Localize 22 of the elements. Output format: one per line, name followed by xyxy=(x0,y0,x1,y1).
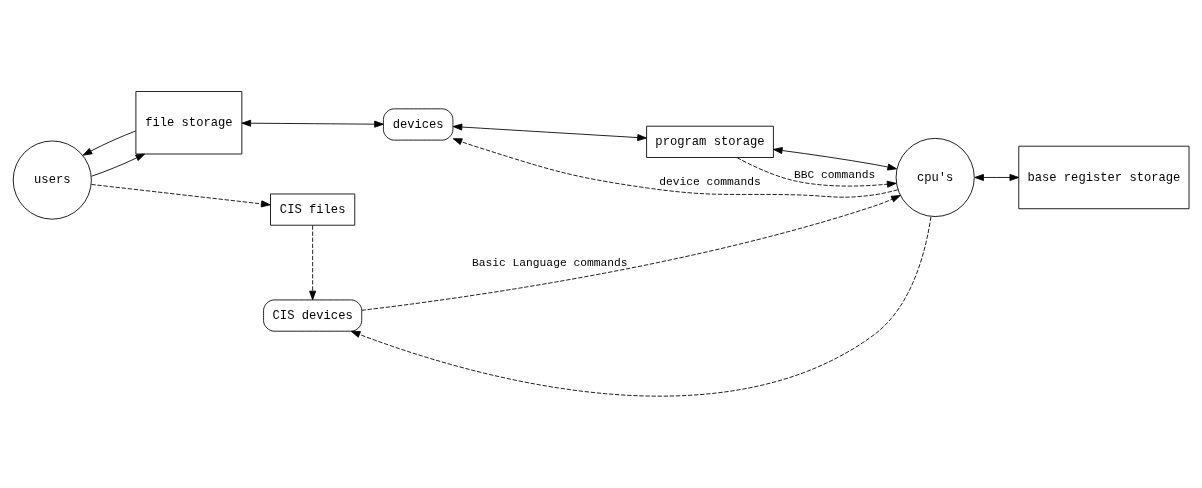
edge-label: BBC commands xyxy=(794,168,876,181)
arrow xyxy=(309,225,317,301)
edge-label: Basic Language commands xyxy=(471,257,628,270)
node-box: base register storage xyxy=(1018,145,1190,210)
arrow xyxy=(361,195,901,311)
arrow xyxy=(350,216,932,397)
arrow xyxy=(773,147,897,171)
arrow xyxy=(91,184,271,208)
node-box: file storage xyxy=(135,91,243,155)
node-box: CIS devices xyxy=(263,299,363,332)
arrow xyxy=(736,157,897,188)
node-box: CIS files xyxy=(270,193,356,226)
node-box: program storage xyxy=(646,125,774,158)
edge-label: device commands xyxy=(659,175,761,188)
arrow xyxy=(452,138,899,198)
node-circle: cpu's xyxy=(895,137,975,217)
arrow xyxy=(91,153,146,177)
arrow xyxy=(452,123,647,142)
arrow xyxy=(241,119,384,128)
arrow xyxy=(974,174,1020,181)
node-box: devices xyxy=(383,108,454,141)
arrow xyxy=(82,130,137,156)
